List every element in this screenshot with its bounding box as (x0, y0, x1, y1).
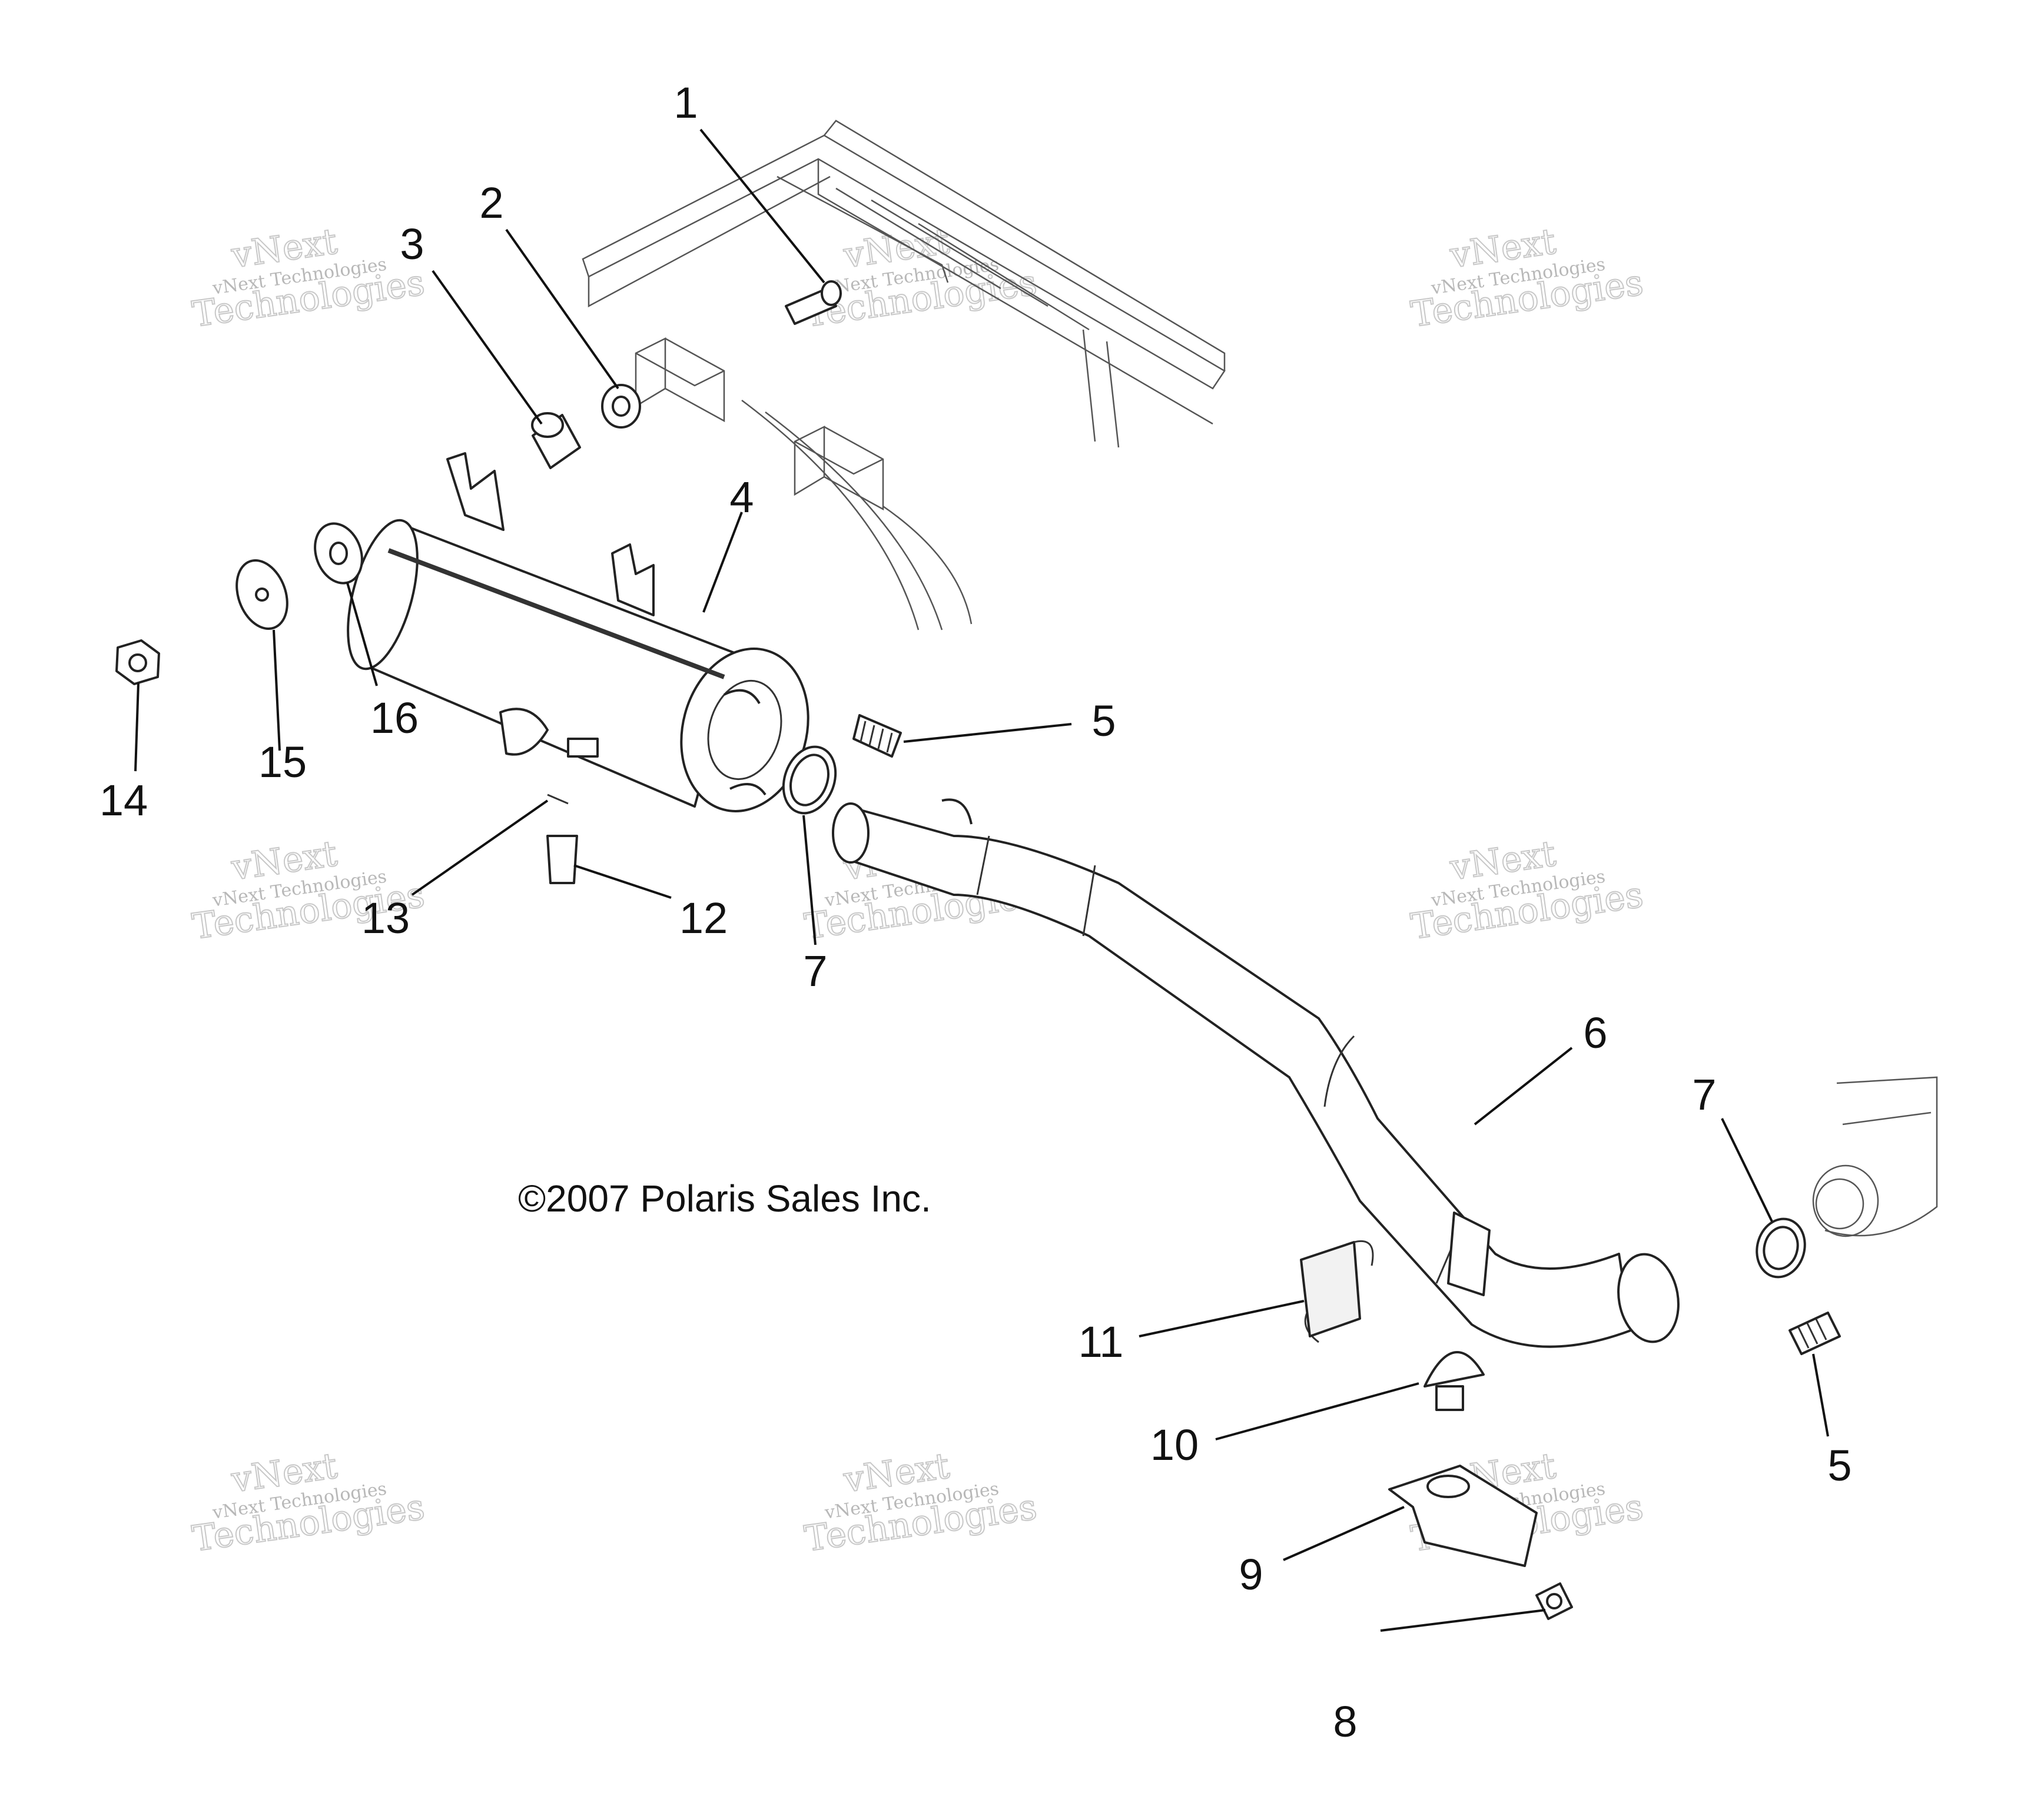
callout-7: 7 (803, 947, 827, 995)
callout-13: 13 (361, 894, 410, 942)
leader-lines (134, 128, 1829, 1632)
frame-outline (582, 120, 1938, 1237)
watermarks: vNext vNext Technologies Technologies vN… (189, 220, 1646, 1561)
callout-4: 4 (729, 473, 754, 522)
part-5-spring (1788, 1312, 1841, 1355)
part-4-muffler (347, 452, 809, 812)
callout-1: 1 (673, 78, 698, 127)
part-11-spring (1300, 1240, 1374, 1343)
part-9-bracket (1388, 1465, 1538, 1567)
watermark: vNext vNext Technologies Technologies (801, 220, 1040, 336)
callouts: 1 2 3 4 5 6 7 5 8 9 10 11 12 13 7 14 15 … (99, 78, 1852, 1746)
callout-8: 8 (1333, 1697, 1357, 1746)
callout-9: 9 (1239, 1550, 1263, 1599)
part-1-bolt (785, 280, 842, 325)
part-10-bumper (1424, 1351, 1485, 1411)
part-13-cotter-pin (547, 794, 569, 805)
callout-16: 16 (370, 693, 419, 742)
part-2-grommet (601, 384, 641, 429)
part-3-bushing (531, 412, 581, 469)
watermark: vNext vNext Technologies Technologies (801, 1445, 1040, 1561)
part-15-washer (235, 559, 288, 630)
part-14-nut (115, 639, 160, 685)
watermark: vNext vNext Technologies Technologies (1408, 832, 1646, 948)
callout-10: 10 (1150, 1420, 1199, 1469)
part-12-pin (546, 835, 578, 884)
part-8-bolt (1535, 1582, 1573, 1620)
callout-2: 2 (479, 178, 503, 227)
callout-15: 15 (258, 738, 307, 786)
callout-7: 7 (1692, 1070, 1716, 1119)
part-7-gasket (1756, 1217, 1806, 1279)
callout-6: 6 (1583, 1008, 1607, 1057)
watermark: vNext vNext Technologies Technologies (189, 1445, 427, 1561)
part-7-gasket (782, 745, 837, 815)
callout-12: 12 (679, 894, 728, 942)
callout-14: 14 (99, 776, 148, 825)
watermark: vNext vNext Technologies Technologies (1408, 220, 1646, 336)
callout-5: 5 (1827, 1441, 1851, 1490)
watermark: vNext vNext Technologies Technologies (189, 220, 427, 336)
part-16-washer (314, 522, 363, 585)
callout-3: 3 (400, 220, 424, 268)
part-6-head-pipe (832, 798, 1680, 1348)
copyright-notice: ©2007 Polaris Sales Inc. (518, 1177, 931, 1220)
callout-5: 5 (1091, 696, 1116, 745)
part-5-spring (852, 714, 902, 758)
callout-11: 11 (1079, 1317, 1124, 1366)
